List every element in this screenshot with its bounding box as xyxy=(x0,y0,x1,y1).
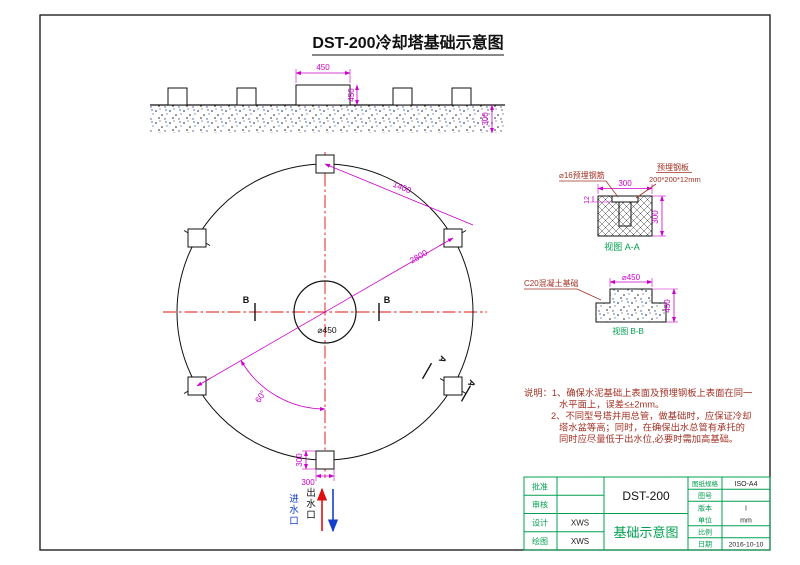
detail-aa-dimensions: 300 12 300 xyxy=(584,179,666,237)
section-label-a-2: A xyxy=(466,378,478,389)
dim-bb-diameter: ⌀450 xyxy=(622,273,641,282)
elevation-view: 450 450 300 xyxy=(150,63,505,134)
dim-center-diameter: ⌀450 xyxy=(317,325,337,335)
callout-rebar-label: ⌀16预埋钢筋 xyxy=(559,170,605,180)
detail-aa-caption: 视图 A-A xyxy=(604,241,640,252)
date-label: 日期 xyxy=(698,541,712,549)
concrete-section xyxy=(597,195,653,237)
title-block: 批准 审核 设计 XWS 绘图 XWS DST-200 基础示意图 图纸规格 I… xyxy=(523,476,771,551)
ground-hatch xyxy=(150,105,505,133)
note-line-3: 2、不同型号塔并用总管，做基础时，应保证冷却 xyxy=(551,410,751,421)
date-value: 2016-10-10 xyxy=(729,542,764,549)
foundation-block xyxy=(392,87,413,106)
elevation-dimensions: 450 450 300 xyxy=(295,63,494,134)
anchor-block-upper-left xyxy=(187,228,207,248)
foundation-block-center xyxy=(295,84,351,106)
detail-bb: C20混凝土基础 ⌀450 450 视图 B-B xyxy=(524,273,678,336)
dim-block-300-h: 300 xyxy=(301,478,315,487)
unit-value: mm xyxy=(740,518,752,525)
foundation-block xyxy=(167,87,188,106)
anchor-block-lower-right xyxy=(443,376,463,396)
anchor-block-bottom xyxy=(315,450,335,470)
dim-angle-60: 60° xyxy=(253,388,268,404)
dim-450-top: 450 xyxy=(316,63,330,72)
spec-value: ISO-A4 xyxy=(735,481,758,488)
concrete-pedestal xyxy=(595,288,667,323)
inlet-outlet: 出水口 进水口 xyxy=(289,487,339,533)
detail-aa: 300 12 300 ⌀16预埋钢筋 预埋钢板 200*200*12mm 视图 … xyxy=(559,162,701,252)
designed-label: 设计 xyxy=(532,518,548,528)
approved-label: 批准 xyxy=(532,482,548,492)
page-title: DST-200冷却塔基础示意图 xyxy=(312,33,503,52)
notes: 说明：1、确保水泥基础上表面及预埋钢板上表面在同一 水平面上，误差≤±2mm。 … xyxy=(524,387,752,444)
foundation-block xyxy=(236,87,257,106)
detail-bb-dimensions: ⌀450 450 xyxy=(609,273,678,323)
note-line-2: 水平面上，误差≤±2mm。 xyxy=(559,399,664,410)
note-line-1: 说明：1、确保水泥基础上表面及预埋钢板上表面在同一 xyxy=(524,387,752,398)
section-b-marks: B B xyxy=(243,295,391,321)
dim-aa-12: 12 xyxy=(584,196,591,204)
note-line-4: 塔水盆等高；同时，在确保出水总管有承托的 xyxy=(559,422,745,433)
drawn-value: XWS xyxy=(571,537,589,546)
dim-300-right: 300 xyxy=(481,112,490,126)
section-label-b-left: B xyxy=(243,295,250,305)
plan-view: ⌀450 1400 2800 60° 300 300 B B xyxy=(163,152,487,533)
embedded-plate xyxy=(611,195,639,203)
detail-bb-caption: 视图 B-B xyxy=(612,326,644,336)
unit-label: 单位 xyxy=(698,516,712,525)
drawn-label: 绘图 xyxy=(532,536,548,546)
dim-450-mid: 450 xyxy=(347,88,356,102)
note-line-5: 同时应尽量低于出水位,必要时需加高基础。 xyxy=(559,433,738,444)
callout-plate-label: 预埋钢板 xyxy=(657,162,689,172)
document-title: 基础示意图 xyxy=(613,525,678,540)
foundation-block xyxy=(451,87,472,106)
designed-value: XWS xyxy=(571,519,589,528)
reviewed-label: 审核 xyxy=(532,500,548,510)
scale-label: 比例 xyxy=(698,528,712,537)
version-value: I xyxy=(745,506,747,513)
callout-plate-spec: 200*200*12mm xyxy=(649,175,701,184)
outlet-label: 出水口 xyxy=(306,487,316,521)
dim-aa-300-right: 300 xyxy=(651,210,660,224)
spec-label: 图纸规格 xyxy=(692,479,719,488)
drawing-no-label: 图号 xyxy=(698,492,712,500)
section-label-a-1: A xyxy=(437,354,449,365)
dim-aa-300-top: 300 xyxy=(618,179,632,188)
drawing-title: DST-200冷却塔基础示意图 xyxy=(312,33,504,56)
detail-aa-callouts: ⌀16预埋钢筋 预埋钢板 200*200*12mm xyxy=(559,162,701,199)
dim-diameter-2800: 2800 xyxy=(408,247,430,265)
model-number: DST-200 xyxy=(622,489,670,503)
sheet-border xyxy=(39,14,771,551)
section-label-b-right: B xyxy=(384,295,391,305)
section-a-marks: A A xyxy=(421,354,478,402)
embedded-rebar xyxy=(618,202,632,227)
callout-concrete-label: C20混凝土基础 xyxy=(524,278,579,288)
inlet-label: 进水口 xyxy=(289,494,299,527)
version-label: 版本 xyxy=(698,504,712,513)
dim-bb-450: 450 xyxy=(663,299,672,313)
dim-block-300-v: 300 xyxy=(295,453,304,467)
